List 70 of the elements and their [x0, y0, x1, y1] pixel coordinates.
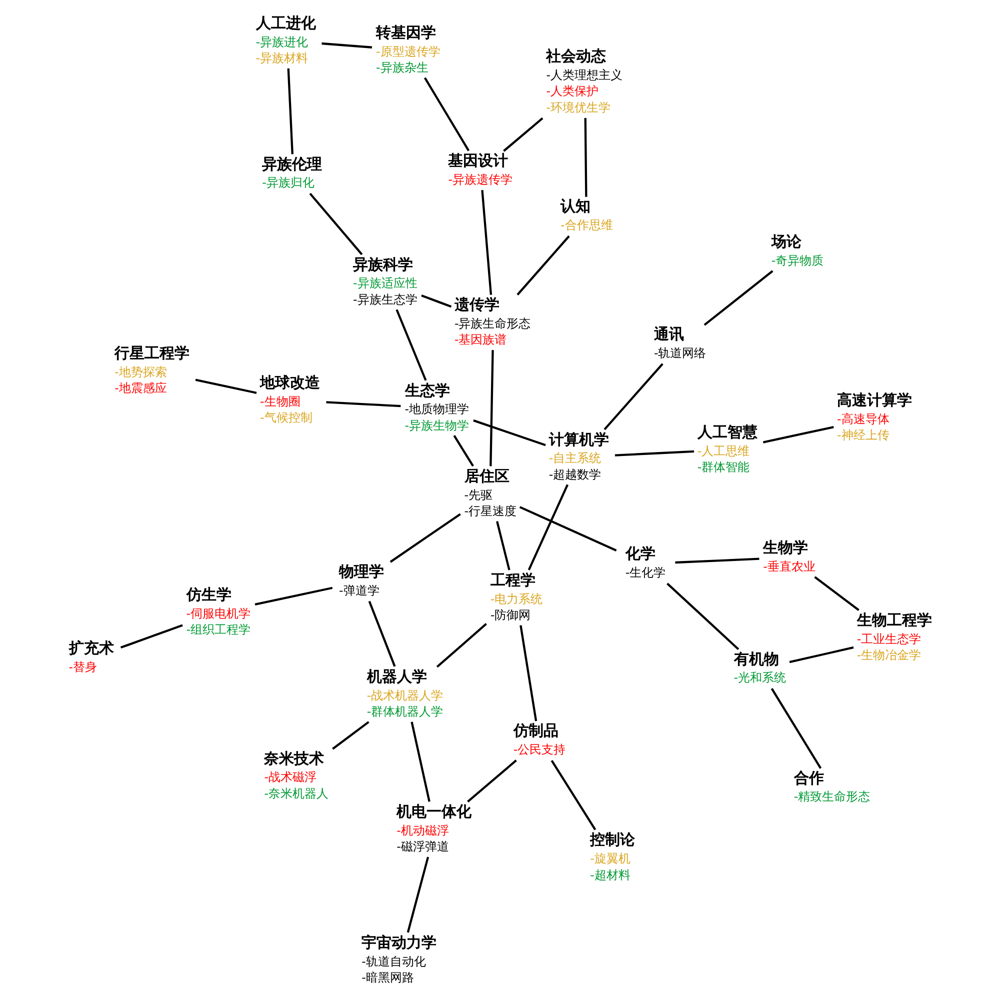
connector — [666, 582, 740, 650]
connector — [519, 506, 617, 551]
node-text: 社会动态 -人类理想主义 -人类保护 -环境优生学 — [546, 46, 622, 114]
connector — [322, 42, 372, 48]
connector — [675, 557, 760, 564]
connector — [421, 294, 452, 308]
node-text: 化学 -生化学 — [625, 544, 666, 579]
connector — [309, 192, 363, 255]
connector — [410, 721, 430, 802]
node-text: 人工智慧 -人工思维 -群体智能 — [697, 422, 758, 474]
connector — [704, 270, 774, 326]
node-text: 合作 -精致生命形态 — [794, 768, 870, 804]
node-text: 机电一体化 -机动磁浮 -磁浮弹道 — [396, 802, 472, 854]
connector — [120, 624, 183, 648]
node-text: 行星工程学 -地势探索 -地震感应 — [114, 344, 190, 395]
connector — [332, 720, 370, 750]
node-text: 居住区 -先驱 -行星速度 — [464, 466, 517, 518]
connector — [390, 512, 461, 562]
connector — [814, 576, 860, 610]
node-text: 扩充术 -替身 — [68, 638, 114, 674]
connector — [453, 434, 474, 466]
connector — [396, 308, 427, 380]
connector — [287, 68, 294, 154]
connector — [604, 362, 664, 430]
node-text: 基因设计 -异族遗传学 — [448, 150, 513, 186]
node-text: 异族伦理 -异族归化 — [262, 154, 322, 190]
connector — [490, 350, 494, 466]
connector — [550, 759, 596, 830]
connector — [496, 520, 510, 570]
node-text: 有机物 -光和系统 — [734, 649, 786, 684]
node-text: 通讯 -轨道网络 — [654, 324, 706, 360]
connector — [368, 600, 396, 666]
node-text: 仿生学 -伺服电机学 -组织工程学 — [186, 585, 251, 636]
node-text: 机器人学 -战术机器人学 -群体机器人学 — [366, 667, 444, 718]
node-text: 控制论 -旋翼机 -超材料 — [590, 830, 636, 882]
node-text: 认知 -合作思维 — [560, 196, 613, 232]
connector — [770, 688, 822, 768]
connector — [528, 484, 569, 570]
connector — [254, 586, 333, 605]
connector — [436, 622, 487, 668]
node-text: 转基因学 -原型遗传学 -异族杂生 — [376, 22, 440, 74]
node-text: 生物工程学 -工业生态学 -生物冶金学 — [856, 610, 932, 662]
node-text: 人工进化 -异族进化 -异族材料 — [256, 14, 316, 65]
connector — [503, 116, 544, 152]
node-text: 生态学 -地质物理学 -异族生物学 — [404, 380, 470, 432]
node-text: 仿制品 -公民支持 — [513, 721, 566, 756]
connector — [516, 234, 570, 295]
connector — [467, 759, 517, 802]
node-text: 工程学 -电力系统 -防御网 — [490, 570, 543, 622]
node-text: 计算机学 -自主系统 -超越数学 — [548, 430, 609, 481]
node-text: 遗传学 -异族生命形态 -基因族谱 — [454, 295, 531, 346]
node-text: 奈米技术 -战术磁浮 -奈米机器人 — [264, 748, 329, 800]
connector — [520, 624, 538, 721]
node-text: 物理学 -弹道学 — [339, 562, 384, 597]
connector — [406, 856, 430, 932]
connector — [473, 418, 546, 446]
node-text: 地球改造 -生物圈 -气候控制 — [260, 373, 320, 424]
connector — [195, 378, 257, 394]
connector — [614, 450, 694, 456]
node-text: 场论 -奇异物质 — [771, 232, 824, 267]
connector — [424, 76, 470, 151]
connector — [762, 425, 834, 443]
connector — [326, 400, 401, 407]
node-text: 宇宙动力学 -轨道自动化 -暗黑网路 — [362, 932, 437, 984]
node-text: 高速计算学 -高速导体 -神经上传 — [837, 390, 912, 442]
connector — [789, 646, 854, 663]
connector — [481, 190, 492, 294]
node-text: 生物学 -垂直农业 — [763, 538, 816, 573]
connector — [584, 118, 588, 196]
node-text: 异族科学 -异族适应性 -异族生态学 — [353, 254, 418, 306]
